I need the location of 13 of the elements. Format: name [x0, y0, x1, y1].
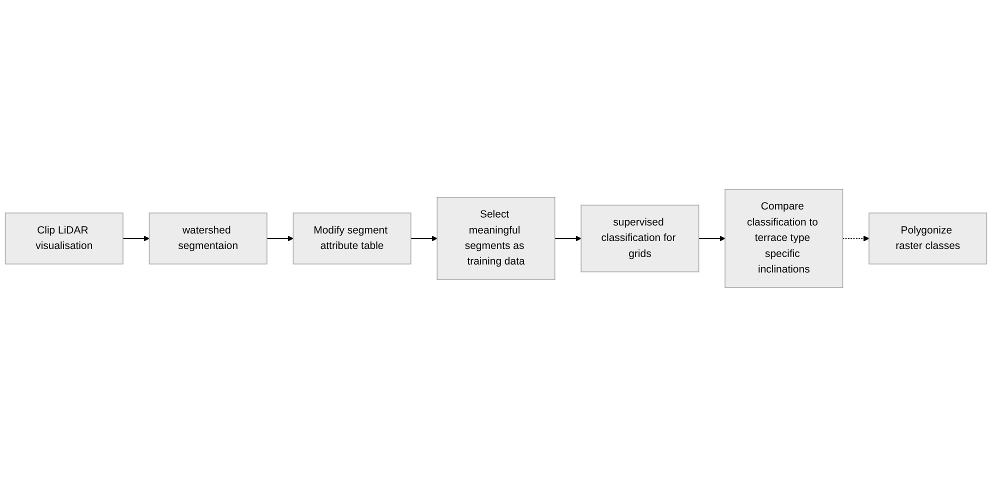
arrow [698, 236, 726, 242]
node-box: Clip LiDAR visualisation [4, 212, 124, 264]
node-box: Polygonize raster classes [868, 212, 988, 264]
node-box: supervised classification for grids [580, 204, 700, 272]
arrow [410, 236, 438, 242]
arrow [122, 236, 150, 242]
node-box: Select meaningful segments as training data [436, 196, 556, 280]
node-box: Compare classification to terrace type specific inclinations [724, 189, 844, 288]
arrow [842, 236, 870, 242]
arrow [554, 236, 582, 242]
arrow [266, 236, 294, 242]
node-box: Modify segment attribute table [292, 212, 412, 264]
node-box: watershed segmentaion [148, 212, 268, 264]
